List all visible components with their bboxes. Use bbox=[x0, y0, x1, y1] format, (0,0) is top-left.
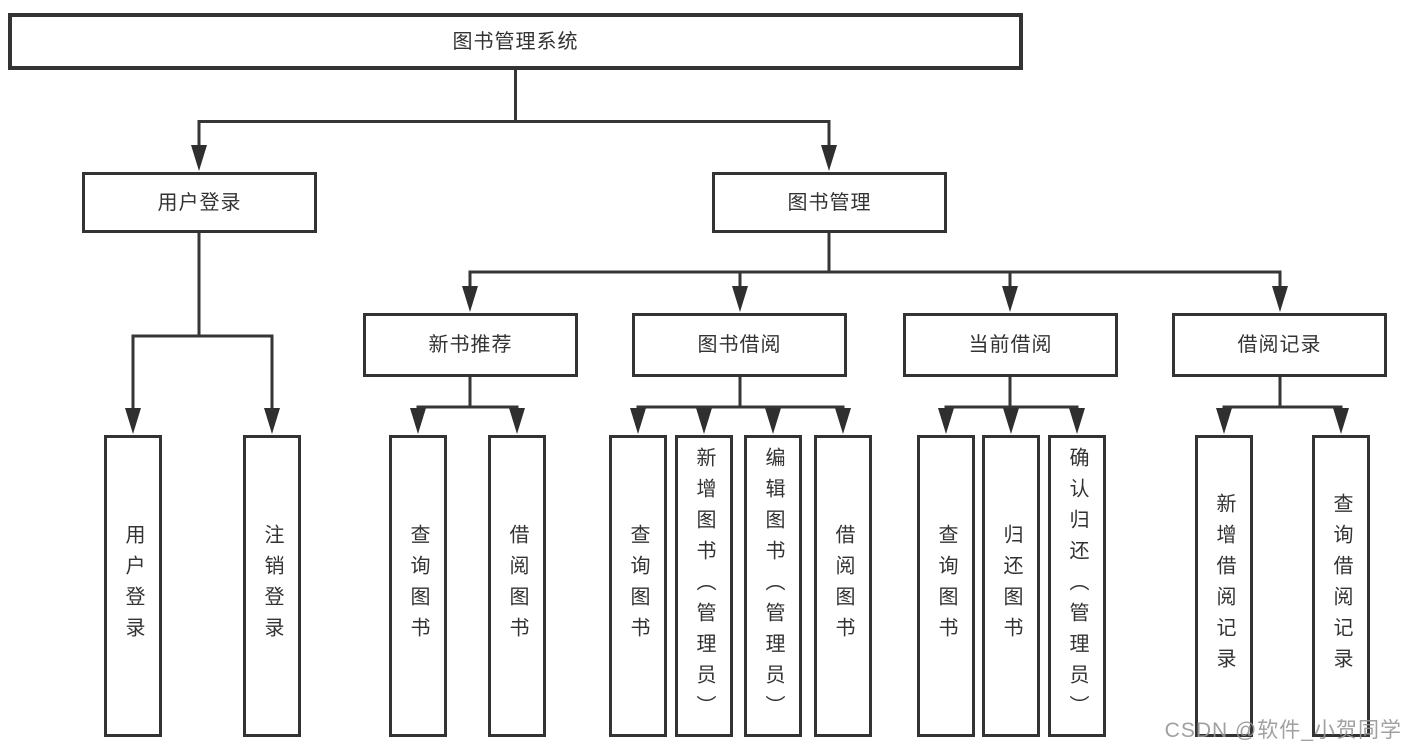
leaf-query-books-borrow: 查询图书 bbox=[609, 435, 667, 737]
leaf-query-borrow-record: 查询借阅记录 bbox=[1312, 435, 1370, 737]
arrow-down-icon bbox=[264, 408, 280, 434]
leaf-add-borrow-record: 新增借阅记录 bbox=[1195, 435, 1253, 737]
node-new-book-recommend: 新书推荐 bbox=[363, 313, 578, 377]
leaf-borrow-books: 借阅图书 bbox=[814, 435, 872, 737]
arrow-down-icon bbox=[1002, 286, 1018, 312]
node-current-borrow: 当前借阅 bbox=[903, 313, 1118, 377]
node-user-login: 用户登录 bbox=[82, 172, 317, 233]
leaf-return-books: 归还图书 bbox=[982, 435, 1040, 737]
node-root-system: 图书管理系统 bbox=[8, 13, 1023, 70]
leaf-edit-book-admin: 编辑图书（管理员） bbox=[744, 435, 802, 737]
arrow-down-icon bbox=[696, 408, 712, 434]
arrow-down-icon bbox=[821, 145, 837, 171]
arrow-down-icon bbox=[1216, 408, 1232, 434]
leaf-add-book-admin: 新增图书（管理员） bbox=[675, 435, 733, 737]
node-borrow-records: 借阅记录 bbox=[1172, 313, 1387, 377]
node-book-borrow: 图书借阅 bbox=[632, 313, 847, 377]
arrow-down-icon bbox=[765, 408, 781, 434]
leaf-query-books-recommend: 查询图书 bbox=[389, 435, 447, 737]
arrow-down-icon bbox=[1003, 408, 1019, 434]
arrow-down-icon bbox=[1333, 408, 1349, 434]
arrow-down-icon bbox=[732, 286, 748, 312]
connector-bookmgmt-to-level3 bbox=[468, 233, 1282, 290]
arrow-down-icon bbox=[125, 408, 141, 434]
leaf-confirm-return-admin: 确认归还（管理员） bbox=[1048, 435, 1106, 737]
leaf-query-books-current: 查询图书 bbox=[917, 435, 975, 737]
connector-userlogin-to-leaves bbox=[131, 233, 274, 412]
leaf-user-login: 用户登录 bbox=[104, 435, 162, 737]
arrow-down-icon bbox=[462, 286, 478, 312]
arrow-down-icon bbox=[410, 408, 426, 434]
arrow-down-icon bbox=[630, 408, 646, 434]
leaf-borrow-books-recommend: 借阅图书 bbox=[488, 435, 546, 737]
arrow-down-icon bbox=[1069, 408, 1085, 434]
leaf-logout: 注销登录 bbox=[243, 435, 301, 737]
arrow-down-icon bbox=[509, 408, 525, 434]
connector-root-to-level2 bbox=[197, 70, 831, 150]
connector-level3-to-leaves bbox=[416, 377, 1343, 409]
arrow-down-icon bbox=[191, 145, 207, 171]
node-book-management: 图书管理 bbox=[712, 172, 947, 233]
arrow-down-icon bbox=[835, 408, 851, 434]
arrow-down-icon bbox=[938, 408, 954, 434]
arrow-down-icon bbox=[1272, 286, 1288, 312]
csdn-watermark: CSDN @软件_小贺同学 bbox=[1164, 719, 1402, 742]
